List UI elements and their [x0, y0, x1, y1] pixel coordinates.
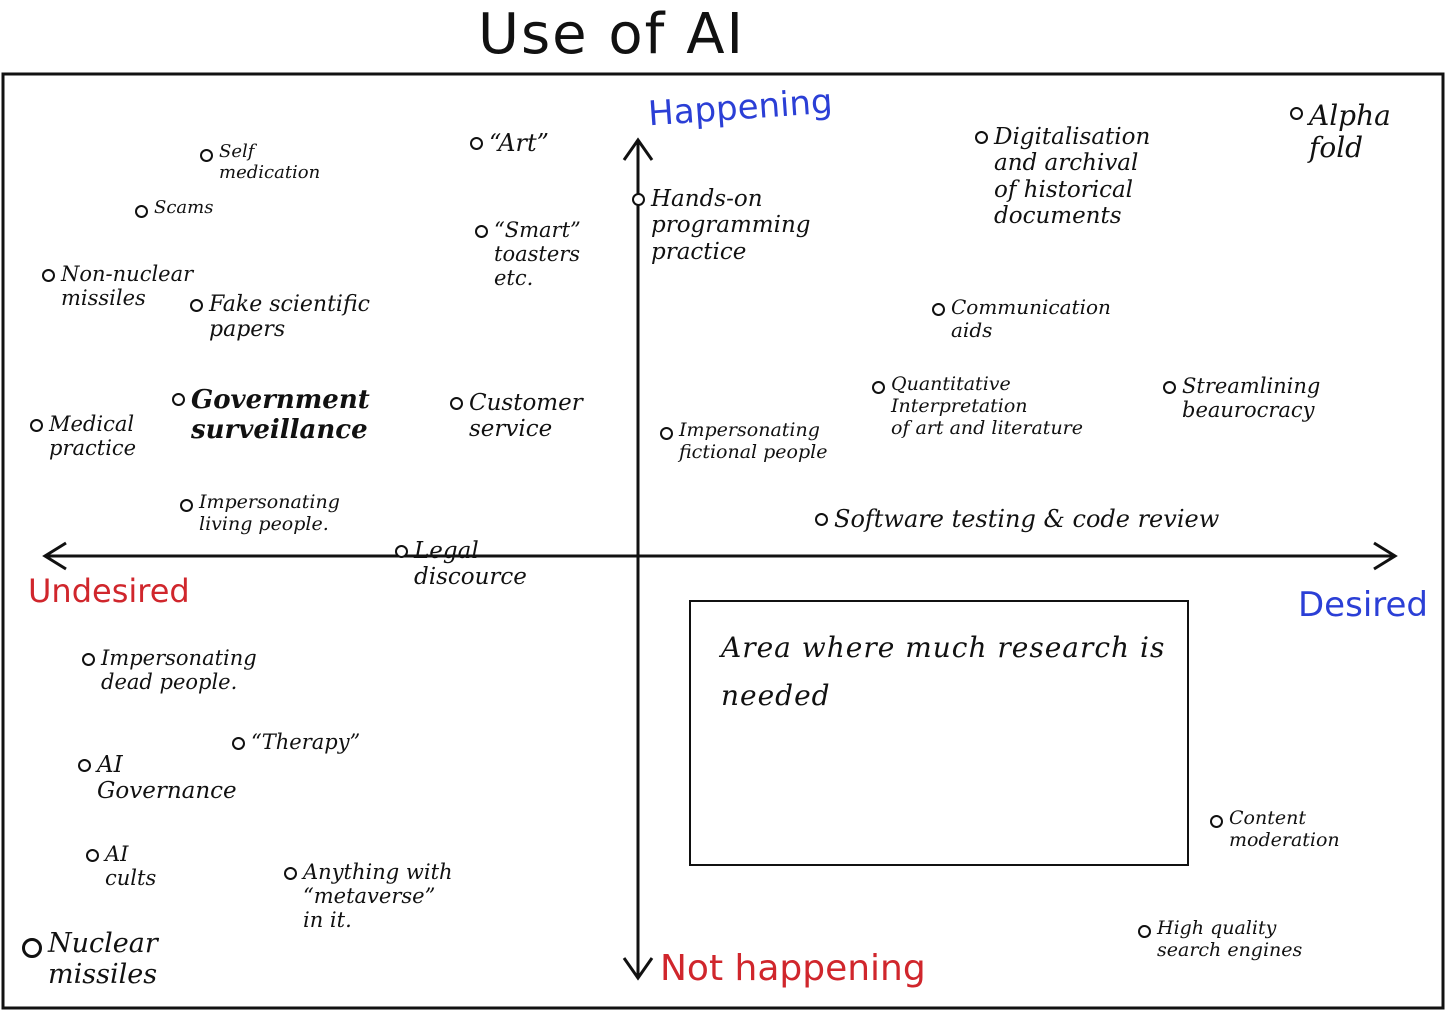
bullet-icon: [1210, 815, 1223, 828]
item-digitalisation: Digitalisation and archival of historica…: [975, 124, 1150, 230]
bullet-icon: [22, 938, 42, 958]
bullet-icon: [632, 193, 645, 206]
left-arrowhead: [42, 541, 67, 571]
bullet-icon: [284, 867, 297, 880]
item-label: “Art”: [489, 129, 549, 157]
item-label: Impersonating dead people.: [101, 646, 257, 695]
diagram-title: Use of AI: [478, 2, 746, 67]
axis-label-not-happening: Not happening: [660, 948, 926, 989]
item-label: Fake scientific papers: [209, 292, 370, 343]
bullet-icon: [1138, 925, 1151, 938]
bottom-arrowhead: [622, 957, 654, 981]
item-label: Self medication: [219, 141, 321, 183]
bullet-icon: [1290, 107, 1303, 120]
item-label: Impersonating living people.: [199, 491, 340, 535]
item-streamlining-bureaucracy: Streamlining beaurocracy: [1163, 374, 1320, 422]
item-legal-discourse: Legal discource: [395, 538, 527, 591]
item-label: Content moderation: [1229, 807, 1340, 851]
item-communication-aids: Communication aids: [932, 296, 1111, 342]
bullet-icon: [872, 381, 885, 394]
bullet-icon: [975, 131, 988, 144]
bullet-icon: [232, 737, 245, 750]
item-label: Software testing & code review: [834, 505, 1220, 533]
item-label: “Therapy”: [251, 730, 361, 754]
item-art: “Art”: [470, 129, 549, 158]
item-label: Impersonating fictional people: [679, 419, 828, 463]
bullet-icon: [200, 149, 213, 162]
bullet-icon: [395, 545, 408, 558]
bullet-icon: [180, 499, 193, 512]
item-fake-scientific-papers: Fake scientific papers: [190, 292, 370, 343]
bullet-icon: [135, 205, 148, 218]
item-label: Medical practice: [49, 412, 137, 461]
item-label: Customer service: [469, 390, 583, 443]
item-ai-cults: AI cults: [86, 842, 156, 890]
item-metaverse: Anything with “metaverse” in it.: [284, 860, 453, 932]
item-label: Digitalisation and archival of historica…: [994, 124, 1151, 230]
item-label: AI cults: [105, 842, 157, 891]
bullet-icon: [30, 419, 43, 432]
item-label: Anything with “metaverse” in it.: [303, 860, 453, 933]
item-software-testing: Software testing & code review: [815, 505, 1220, 534]
item-medical-practice: Medical practice: [30, 412, 136, 460]
item-therapy: “Therapy”: [232, 730, 360, 754]
item-scams: Scams: [135, 197, 214, 219]
bullet-icon: [1163, 381, 1176, 394]
item-nuclear-missiles: Nuclear missiles: [22, 928, 158, 990]
bullet-icon: [450, 397, 463, 410]
item-hands-on-programming: Hands-on programming practice: [632, 186, 811, 265]
item-high-quality-search: High quality search engines: [1138, 917, 1303, 962]
axis-label-desired: Desired: [1298, 585, 1428, 625]
item-label: Scams: [154, 197, 214, 218]
item-label: Communication aids: [951, 295, 1111, 342]
top-arrowhead: [622, 137, 654, 161]
item-content-moderation: Content moderation: [1210, 807, 1340, 852]
item-label: High quality search engines: [1157, 917, 1303, 961]
bullet-icon: [475, 225, 488, 238]
bullet-icon: [42, 269, 55, 282]
item-impersonating-living: Impersonating living people.: [180, 491, 340, 536]
item-alpha-fold: Alpha fold: [1290, 99, 1391, 165]
item-customer-service: Customer service: [450, 390, 583, 443]
item-label: Government surveillance: [191, 385, 370, 445]
item-label: Nuclear missiles: [48, 928, 158, 991]
bullet-icon: [78, 759, 91, 772]
bullet-icon: [82, 653, 95, 666]
item-self-medication: Self medication: [200, 141, 321, 183]
item-label: Quantitative Interpretation of art and l…: [891, 373, 1084, 439]
item-quantitative-interpretation: Quantitative Interpretation of art and l…: [872, 373, 1084, 440]
bullet-icon: [660, 427, 673, 440]
item-ai-governance: AI Governance: [78, 752, 237, 805]
item-label: Legal discource: [414, 538, 527, 591]
item-label: Non-nuclear missiles: [61, 262, 194, 311]
bullet-icon: [86, 849, 99, 862]
item-government-surveillance: Government surveillance: [172, 385, 370, 446]
right-arrowhead: [1373, 541, 1398, 571]
item-label: Alpha fold: [1309, 99, 1391, 165]
item-label: AI Governance: [97, 752, 237, 805]
bullet-icon: [190, 299, 203, 312]
item-non-nuclear-missiles: Non-nuclear missiles: [42, 262, 193, 310]
bullet-icon: [815, 513, 828, 526]
bullet-icon: [172, 393, 185, 406]
item-smart-toasters: “Smart” toasters etc.: [475, 218, 581, 290]
bullet-icon: [470, 137, 483, 150]
item-impersonating-fictional: Impersonating fictional people: [660, 419, 828, 464]
outer-frame: [1, 72, 1445, 1010]
item-label: Streamlining beaurocracy: [1182, 374, 1321, 423]
research-box-text: Area where much research is needed: [721, 631, 1166, 712]
bullet-icon: [932, 303, 945, 316]
axis-label-undesired: Undesired: [28, 572, 190, 610]
research-needed-box: Area where much research is needed: [689, 600, 1189, 866]
item-label: Hands-on programming practice: [651, 186, 811, 265]
item-label: “Smart” toasters etc.: [494, 218, 581, 291]
item-impersonating-dead: Impersonating dead people.: [82, 646, 257, 694]
